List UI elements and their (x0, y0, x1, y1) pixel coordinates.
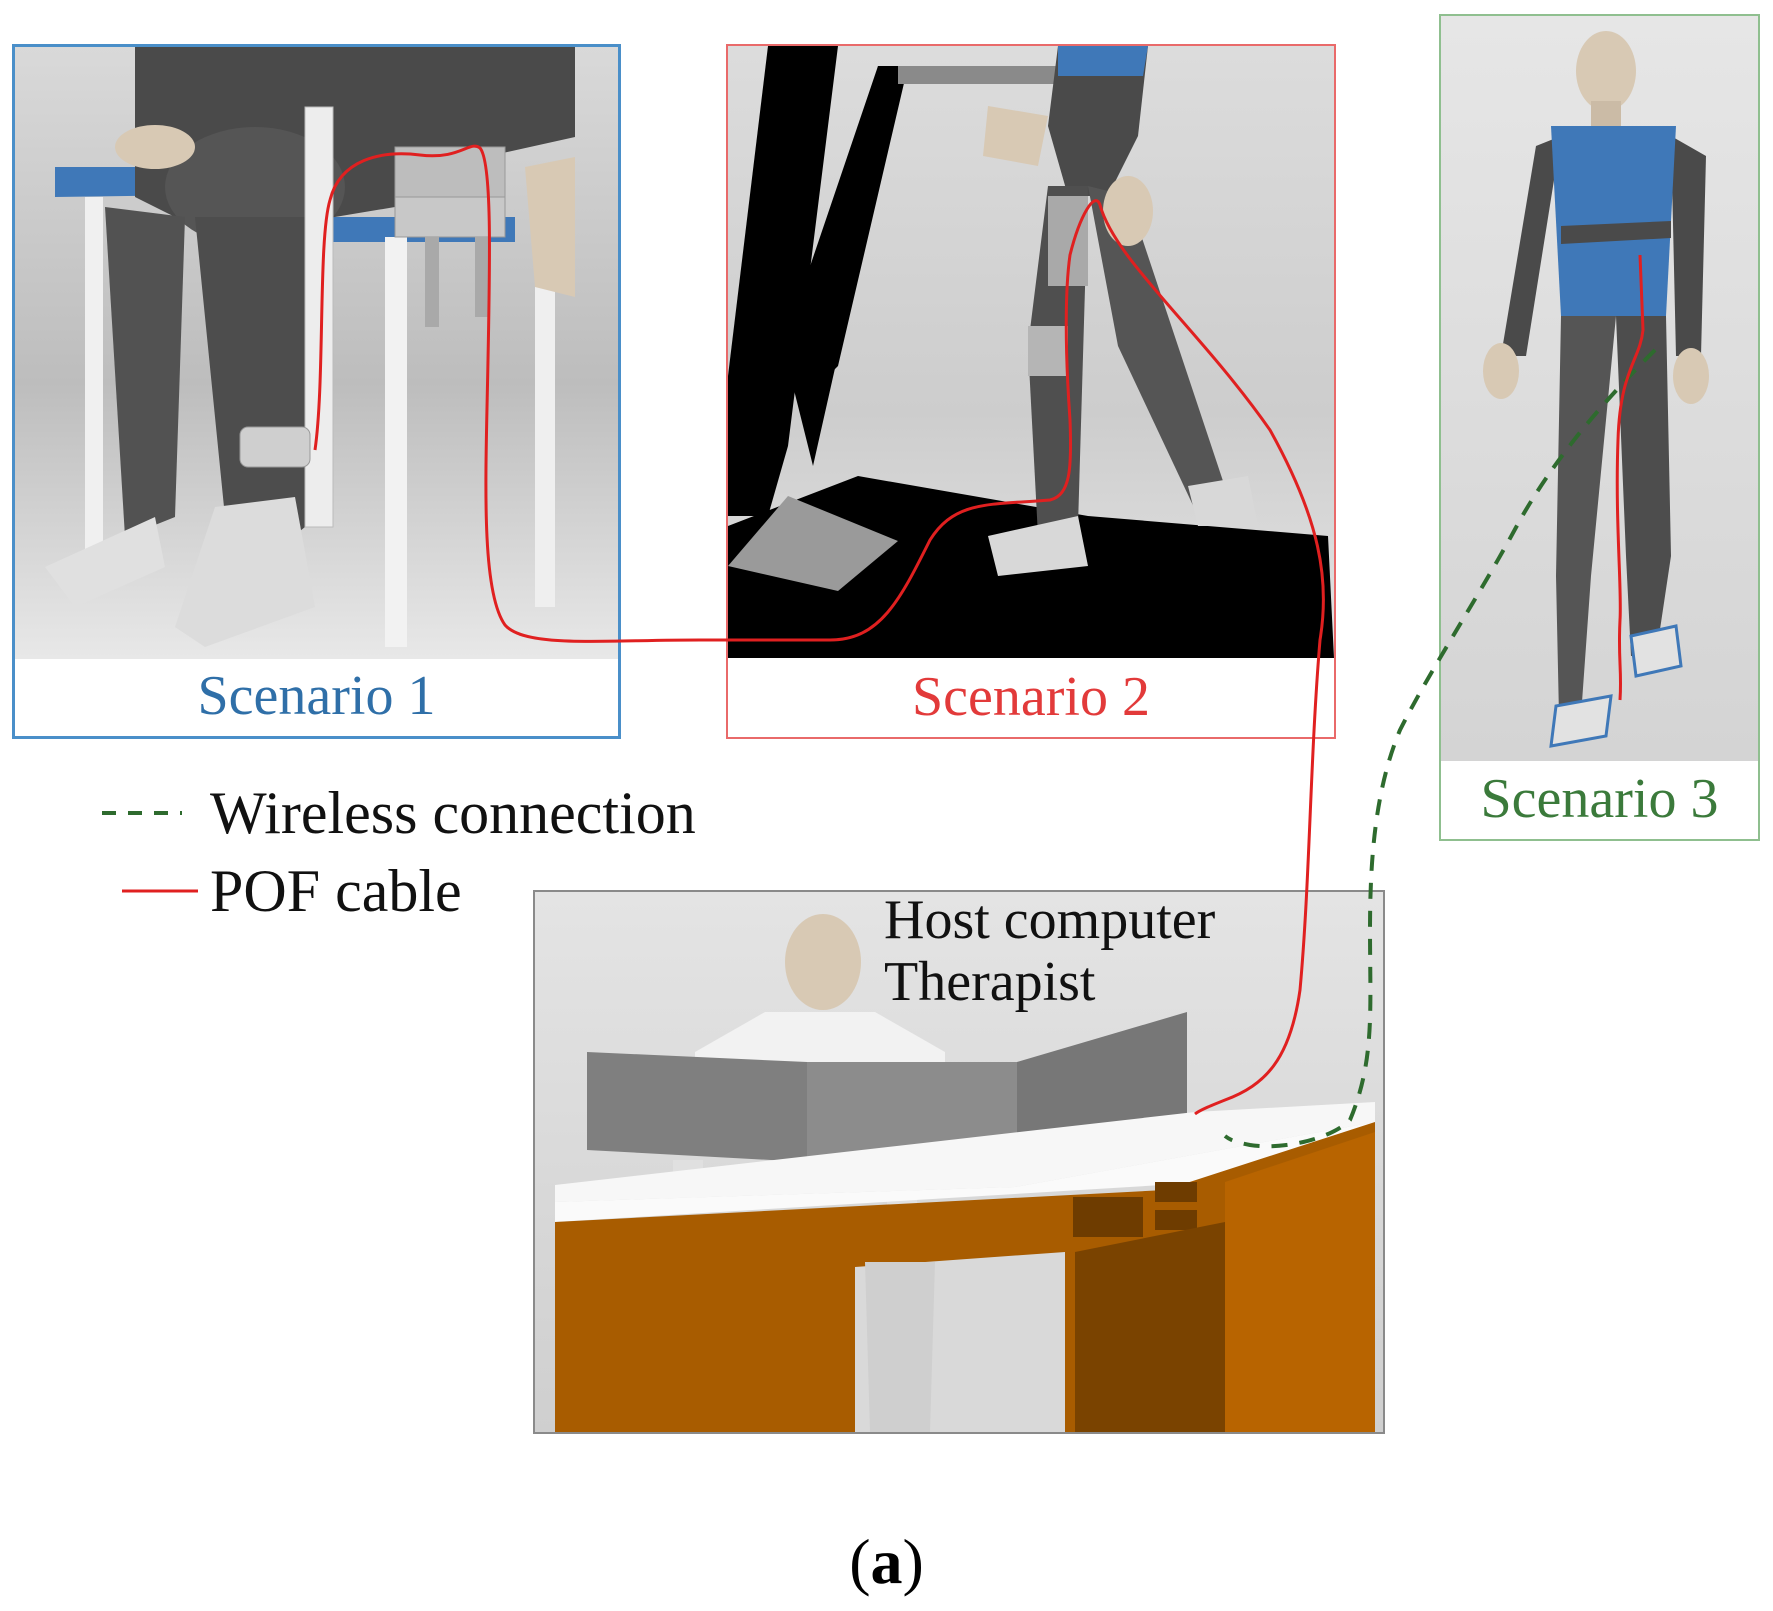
legend-item-pof: POF cable (100, 856, 740, 926)
figure-label: (a) (0, 1525, 1773, 1599)
scenario-2-panel: Scenario 2 (726, 44, 1336, 739)
therapist-desk-illustration (535, 892, 1383, 1432)
figure-label-close: ) (902, 1526, 924, 1597)
scenario-3-panel: Scenario 3 (1439, 14, 1760, 841)
host-computer-text: Host computer (884, 889, 1216, 951)
dashed-line-swatch (102, 811, 182, 815)
pof-cable-scenario-1 (313, 144, 1325, 1116)
scenario-2-caption: Scenario 2 (912, 666, 1150, 728)
legend-label-pof: POF cable (210, 858, 462, 924)
scenario-1-caption: Scenario 1 (197, 665, 436, 727)
scenario-1-panel: Scenario 1 (12, 44, 621, 739)
solid-line-swatch (122, 889, 198, 893)
host-computer-label: Host computer Therapist (884, 889, 1215, 1013)
legend-item-wireless: Wireless connection (100, 778, 740, 848)
host-computer-panel (533, 890, 1385, 1434)
seated-knee-rig-illustration (15, 47, 618, 659)
treadmill-orthosis-illustration (728, 46, 1334, 658)
scenario-3-caption: Scenario 3 (1480, 768, 1719, 830)
legend-label-wireless: Wireless connection (210, 780, 696, 846)
therapist-text: Therapist (884, 951, 1096, 1013)
pof-cable-scenario-3 (1615, 254, 1645, 701)
figure-label-open: ( (849, 1526, 871, 1597)
walking-subject-illustration (1441, 16, 1758, 761)
figure-label-letter: a (870, 1526, 903, 1597)
wireless-link (1223, 348, 1657, 1149)
